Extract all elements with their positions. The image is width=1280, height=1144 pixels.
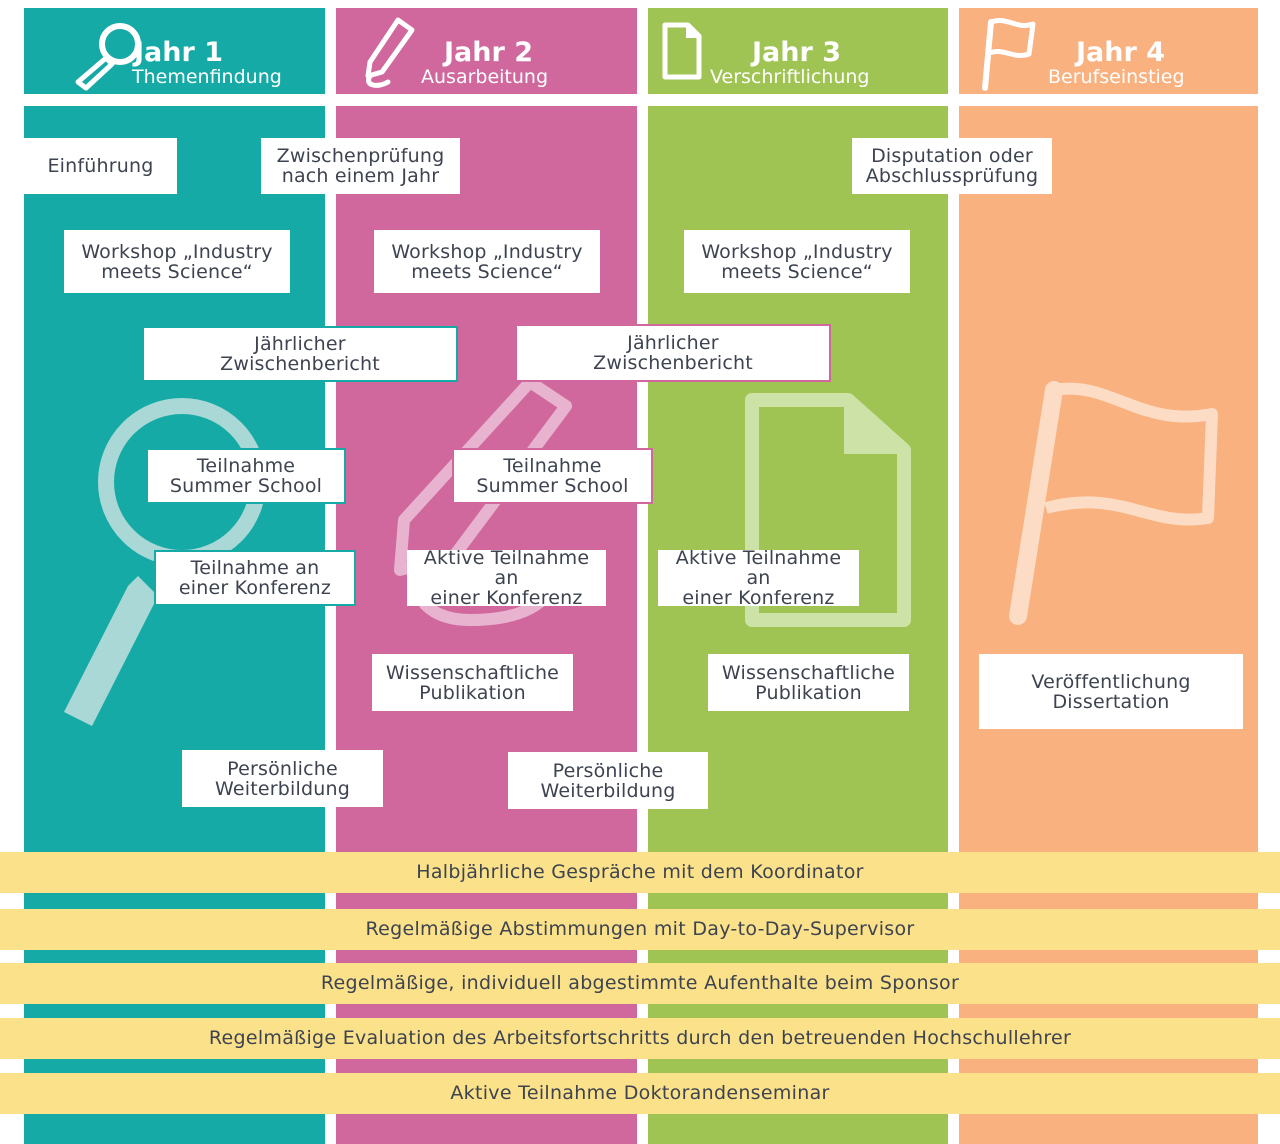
box-weiterbildung-1: Persönliche Weiterbildung — [182, 750, 383, 807]
box-publikation-2: Wissenschaftliche Publikation — [372, 654, 573, 711]
box-workshop-1: Workshop „Industry meets Science“ — [64, 230, 290, 293]
year-header-3: Jahr 3 Verschriftlichung — [648, 8, 948, 94]
pen-icon — [365, 17, 415, 88]
year-subtitle: Berufseinstieg — [1048, 66, 1185, 88]
box-zwischenbericht-2: Jährlicher Zwischenbericht — [515, 324, 831, 382]
band-evaluation: Regelmäßige Evaluation des Arbeitsfortsc… — [0, 1018, 1280, 1059]
box-zwischenpruefung: Zwischenprüfung nach einem Jahr — [261, 138, 460, 194]
box-konferenz-2: Aktive Teilnahme an einer Konferenz — [407, 548, 606, 608]
box-konferenz-3: Aktive Teilnahme an einer Konferenz — [658, 548, 859, 608]
band-doktorandenseminar: Aktive Teilnahme Doktorandenseminar — [0, 1073, 1280, 1114]
box-disputation: Disputation oder Abschlussprüfung — [852, 138, 1052, 194]
box-konferenz-1: Teilnahme an einer Konferenz — [154, 550, 356, 606]
box-publikation-3: Wissenschaftliche Publikation — [708, 654, 909, 711]
band-sponsor: Regelmäßige, individuell abgestimmte Auf… — [0, 963, 1280, 1004]
box-einfuehrung: Einführung — [24, 138, 177, 194]
year-title: Jahr 4 — [1076, 37, 1165, 68]
year-title: Jahr 3 — [752, 37, 841, 68]
box-workshop-2: Workshop „Industry meets Science“ — [374, 230, 600, 293]
flag-icon — [982, 18, 1036, 91]
year-header-1: Jahr 1 Themenfindung — [24, 8, 325, 94]
year-subtitle: Themenfindung — [132, 66, 282, 88]
box-weiterbildung-2: Persönliche Weiterbildung — [508, 752, 708, 809]
band-koordinator: Halbjährliche Gespräche mit dem Koordina… — [0, 852, 1280, 893]
magnifier-icon — [75, 23, 141, 91]
box-dissertation: Veröffentlichung Dissertation — [979, 654, 1243, 729]
box-summer-school-2: Teilnahme Summer School — [452, 448, 653, 504]
year-header-2: Jahr 2 Ausarbeitung — [336, 8, 637, 94]
box-summer-school-1: Teilnahme Summer School — [146, 448, 346, 504]
box-workshop-3: Workshop „Industry meets Science“ — [684, 230, 910, 293]
document-icon — [662, 22, 702, 80]
year-title: Jahr 2 — [444, 37, 533, 68]
box-zwischenbericht-1: Jährlicher Zwischenbericht — [142, 326, 458, 382]
band-supervisor: Regelmäßige Abstimmungen mit Day-to-Day-… — [0, 909, 1280, 950]
year-subtitle: Ausarbeitung — [421, 66, 549, 88]
year-subtitle: Verschriftlichung — [710, 66, 870, 88]
year-title: Jahr 1 — [134, 37, 223, 68]
year-header-4: Jahr 4 Berufseinstieg — [959, 8, 1258, 94]
